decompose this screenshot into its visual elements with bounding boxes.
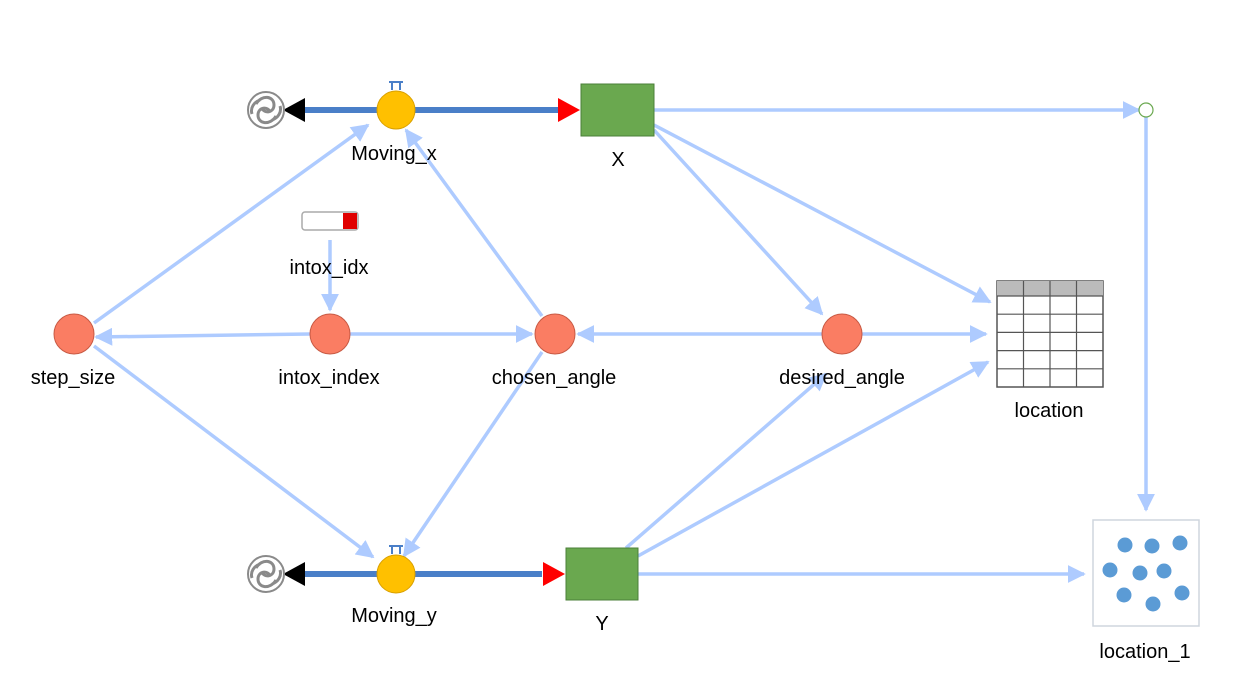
link-arrow [92, 123, 370, 325]
link-arrow [652, 128, 824, 316]
scatter-dot [1172, 535, 1188, 551]
aux-label-chosen-angle: chosen_angle [491, 367, 617, 389]
aux-intox-index[interactable] [309, 313, 351, 355]
aux-label-intox-index: intox_index [278, 367, 380, 389]
aux-desired-angle[interactable] [821, 313, 863, 355]
link-arrow [637, 360, 990, 558]
input-label-intox-idx: intox_idx [289, 257, 369, 279]
flow-valve-moving-y[interactable] [376, 545, 416, 594]
flow-label-moving-x: Moving_x [351, 143, 437, 165]
cloud-icon [247, 555, 285, 593]
scatter-dot [1174, 585, 1190, 601]
stock-y[interactable] [565, 547, 639, 601]
link-arrow [94, 327, 311, 346]
link-arrows [92, 101, 1155, 583]
output-label-location-1: location_1 [1099, 641, 1191, 663]
link-arrow [92, 344, 375, 559]
cloud-icon [247, 91, 285, 129]
flow-label-moving-y: Moving_y [351, 605, 437, 627]
aux-step-size[interactable] [53, 313, 95, 355]
outflow-arrowhead-y [283, 562, 305, 586]
link-arrow [653, 123, 992, 304]
scatter-dot [1102, 562, 1118, 578]
scatter-dot [1145, 596, 1161, 612]
link-arrow [404, 128, 544, 318]
connector-junction [1138, 102, 1154, 118]
inflow-arrowhead-x [558, 98, 580, 122]
stock-label-y: Y [595, 613, 609, 635]
aux-label-step-size: step_size [30, 367, 116, 389]
table-output-location[interactable] [996, 280, 1104, 388]
flow-valve-moving-x[interactable] [376, 81, 416, 130]
scatter-output-location-1[interactable] [1092, 519, 1200, 627]
scatter-dot [1144, 538, 1160, 554]
aux-label-desired-angle: desired_angle [779, 367, 905, 389]
stock-label-x: X [611, 149, 625, 171]
scatter-dot [1132, 565, 1148, 581]
scatter-dot [1116, 587, 1132, 603]
outflow-arrowhead-x [283, 98, 305, 122]
slider-input-intox-idx[interactable] [301, 211, 359, 231]
aux-chosen-angle[interactable] [534, 313, 576, 355]
link-arrow [402, 351, 544, 558]
inflow-arrowhead-y [543, 562, 565, 586]
link-arrow [624, 372, 828, 550]
scatter-dot [1117, 537, 1133, 553]
scatter-dot [1156, 563, 1172, 579]
output-label-location: location [1014, 400, 1084, 422]
stock-x[interactable] [580, 83, 655, 137]
